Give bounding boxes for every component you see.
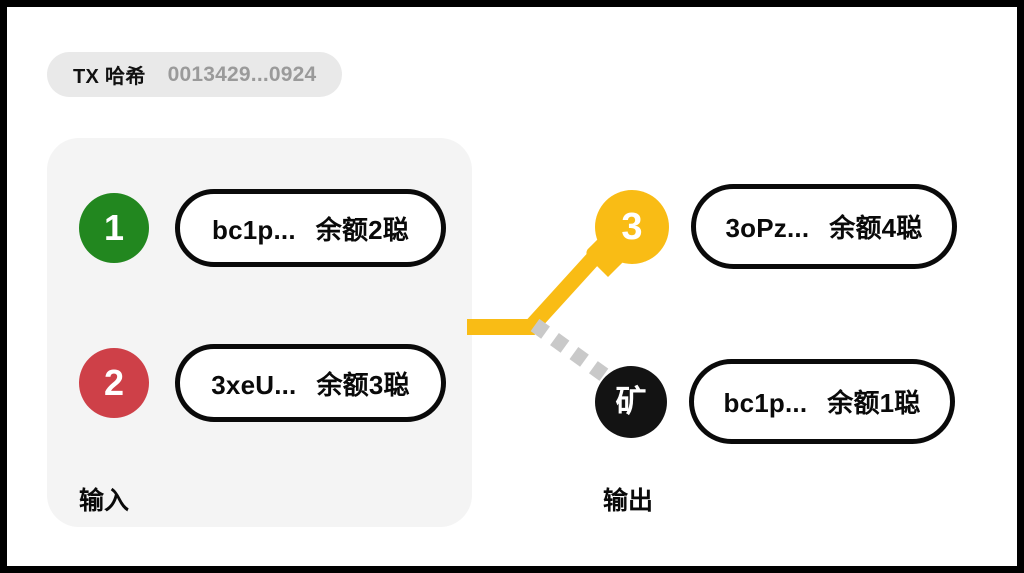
output-amount-2: 余额1聪 [827, 388, 921, 418]
input-address-pill-1[interactable]: bc1p... 余额2聪 [175, 189, 446, 267]
input-index-badge-1: 1 [79, 193, 149, 263]
input-amount-1: 余额2聪 [315, 214, 410, 245]
input-address-2: 3xeU... [211, 369, 297, 400]
output-address-1: 3oPz... [725, 213, 810, 243]
output-row-1[interactable]: 3 3oPz... 余额4聪 [595, 184, 957, 269]
miner-fee-label: 矿 [615, 384, 647, 419]
input-index-label-2: 2 [103, 362, 125, 403]
output-section-label: 输出 [603, 487, 654, 515]
output-index-label-1: 3 [621, 205, 643, 248]
output-address-pill-2[interactable]: bc1p... 余额1聪 [689, 359, 955, 444]
tx-hash-badge[interactable]: TX 哈希 0013429...0924 [47, 52, 343, 97]
input-section-label: 输入 [79, 487, 130, 515]
output-index-badge-1: 3 [595, 189, 669, 264]
output-address-2: bc1p... [723, 388, 808, 418]
input-row-2[interactable]: 2 3xeU... 余额3聪 [79, 344, 446, 422]
tx-hash-label: TX 哈希 [73, 66, 146, 88]
output-amount-1: 余额4聪 [829, 213, 923, 243]
input-index-badge-2: 2 [79, 348, 149, 418]
tx-hash-value: 0013429...0924 [167, 62, 317, 86]
miner-fee-badge: 矿 [595, 365, 667, 438]
output-row-2[interactable]: 矿 bc1p... 余额1聪 [595, 359, 955, 444]
input-row-1[interactable]: 1 bc1p... 余额2聪 [79, 189, 446, 267]
input-address-1: bc1p... [211, 214, 296, 245]
input-amount-2: 余额3聪 [316, 369, 410, 400]
input-address-pill-2[interactable]: 3xeU... 余额3聪 [175, 344, 446, 422]
output-address-pill-1[interactable]: 3oPz... 余额4聪 [691, 184, 957, 269]
input-index-label-1: 1 [103, 207, 125, 248]
